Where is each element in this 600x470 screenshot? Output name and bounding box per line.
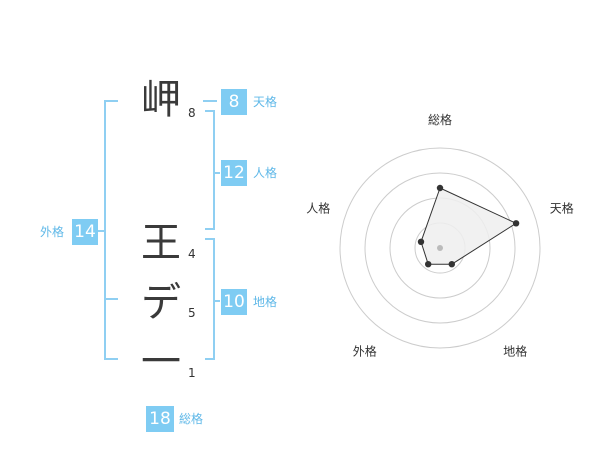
name-char-3: デ bbox=[141, 280, 181, 326]
jinkaku-pointer bbox=[213, 172, 220, 174]
radar-point-2 bbox=[512, 220, 520, 227]
soukaku-badge: 18 bbox=[146, 406, 174, 432]
stroke-count-3: 5 bbox=[188, 306, 196, 320]
tenkaku-label: 天格 bbox=[253, 95, 278, 109]
radar-point-5 bbox=[417, 238, 425, 245]
radar-axis-label-1: 総格 bbox=[428, 112, 452, 127]
jinkaku-label: 人格 bbox=[253, 166, 278, 180]
tenkaku-badge: 8 bbox=[221, 89, 247, 115]
name-char-4: 一 bbox=[141, 339, 181, 385]
radar-ring-3 bbox=[364, 172, 516, 324]
radar-axis-label-3: 地格 bbox=[503, 344, 527, 359]
outer-bracket-mid-tick bbox=[104, 298, 118, 300]
radar-point-1 bbox=[436, 184, 444, 192]
radar-data-polygon bbox=[420, 187, 518, 265]
outer-bracket-pointer bbox=[98, 230, 105, 232]
chikaku-badge: 10 bbox=[221, 289, 247, 315]
tenkaku-connector bbox=[203, 100, 217, 102]
name-char-1: 岬 bbox=[141, 77, 181, 123]
stroke-count-2: 4 bbox=[188, 247, 196, 261]
jinkaku-bracket-vertical bbox=[213, 110, 215, 230]
chikaku-bracket-vertical bbox=[213, 238, 215, 360]
gaikaku-label: 外格 bbox=[40, 225, 65, 239]
chikaku-label: 地格 bbox=[253, 295, 278, 309]
soukaku-label: 総格 bbox=[179, 412, 204, 426]
chikaku-pointer bbox=[213, 300, 220, 302]
radar-axis-label-5: 人格 bbox=[306, 200, 330, 215]
jinkaku-badge: 12 bbox=[221, 160, 247, 186]
jinkaku-bracket-top bbox=[205, 110, 215, 112]
jinkaku-bracket-bottom bbox=[205, 228, 215, 230]
stroke-count-1: 8 bbox=[188, 106, 196, 120]
radar-point-3 bbox=[448, 261, 455, 268]
stroke-count-4: 1 bbox=[188, 366, 196, 380]
chikaku-bracket-bottom bbox=[205, 358, 215, 360]
radar-ring-4 bbox=[339, 147, 541, 349]
radar-axis-label-4: 外格 bbox=[353, 344, 377, 359]
radar-center-dot bbox=[437, 245, 443, 251]
radar-axis-label-2: 天格 bbox=[550, 200, 574, 215]
outer-bracket-top-tick bbox=[104, 100, 118, 102]
chikaku-bracket-top bbox=[205, 238, 215, 240]
name-char-2: 王 bbox=[141, 220, 181, 266]
radar-point-4 bbox=[425, 261, 432, 268]
outer-bracket-vertical bbox=[104, 100, 106, 360]
outer-bracket-bottom-tick bbox=[104, 358, 118, 360]
gaikaku-badge: 14 bbox=[72, 219, 98, 245]
